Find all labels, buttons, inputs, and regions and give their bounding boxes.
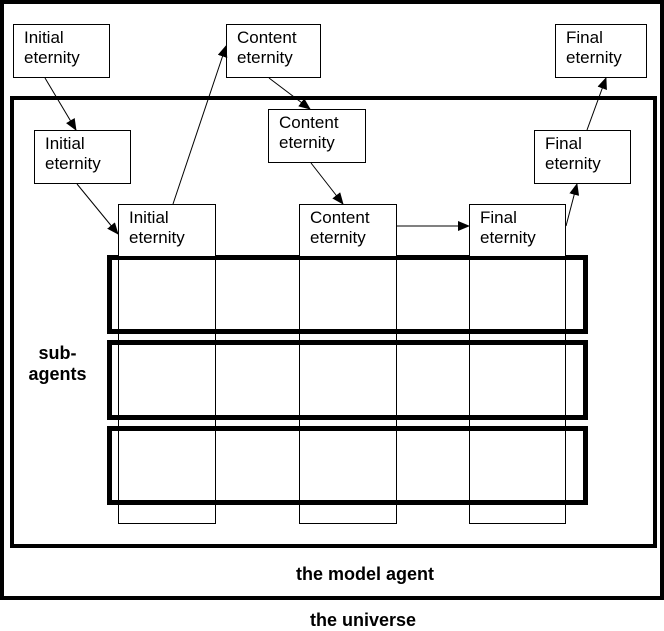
- sub-agents-label-line1: sub-: [38, 343, 77, 363]
- universe-initial-eternity: Initial eternity: [13, 24, 110, 78]
- model-agent-content-eternity: Content eternity: [268, 109, 366, 163]
- arrow-sub-final-to-model-final: [565, 183, 580, 227]
- arrow-sub-initial-to-universe-content: [172, 45, 228, 205]
- arrow-model-content-to-sub-content: [310, 162, 344, 205]
- eternity-name: Initial: [24, 28, 64, 47]
- universe-final-eternity: Final eternity: [555, 24, 647, 78]
- eternity-word: eternity: [310, 228, 366, 247]
- sub-agents-label: sub- agents: [20, 343, 95, 385]
- eternity-name: Content: [279, 113, 339, 132]
- eternity-name: Final: [480, 208, 517, 227]
- sub-agents-label-line2: agents: [28, 364, 87, 384]
- eternity-word: eternity: [129, 228, 185, 247]
- eternity-name: Final: [566, 28, 603, 47]
- model-agent-final-eternity: Final eternity: [534, 130, 631, 184]
- eternity-name: Initial: [129, 208, 169, 227]
- eternity-word: eternity: [279, 133, 335, 152]
- eternity-word: eternity: [45, 154, 101, 173]
- universe-content-eternity: Content eternity: [226, 24, 321, 78]
- eternity-name: Content: [237, 28, 297, 47]
- eternity-name: Initial: [45, 134, 85, 153]
- eternity-name: Final: [545, 134, 582, 153]
- sub-agent-final-eternity: Final eternity: [469, 204, 566, 256]
- eternity-word: eternity: [237, 48, 293, 67]
- sub-agent-content-eternity: Content eternity: [299, 204, 397, 256]
- eternity-name: Content: [310, 208, 370, 227]
- eternity-word: eternity: [480, 228, 536, 247]
- sub-agent-initial-eternity: Initial eternity: [118, 204, 216, 256]
- eternity-word: eternity: [24, 48, 80, 67]
- arrow-model-final-to-universe-final: [586, 77, 607, 131]
- arrow-universe-content-to-model-content: [268, 77, 311, 110]
- model-agent-frame: [10, 96, 657, 548]
- universe-frame: [0, 0, 664, 600]
- model-agent-initial-eternity: Initial eternity: [34, 130, 131, 184]
- eternity-word: eternity: [545, 154, 601, 173]
- arrow-universe-initial-to-model-initial: [44, 77, 77, 131]
- model-agent-label: the model agent: [295, 564, 434, 584]
- sub-agent-frame-3: [107, 426, 588, 505]
- eternity-word: eternity: [566, 48, 622, 67]
- arrow-model-initial-to-sub-initial: [76, 183, 119, 235]
- universe-label: the universe: [309, 610, 417, 630]
- sub-agent-frame-1: [107, 255, 588, 334]
- sub-agent-frame-2: [107, 340, 588, 420]
